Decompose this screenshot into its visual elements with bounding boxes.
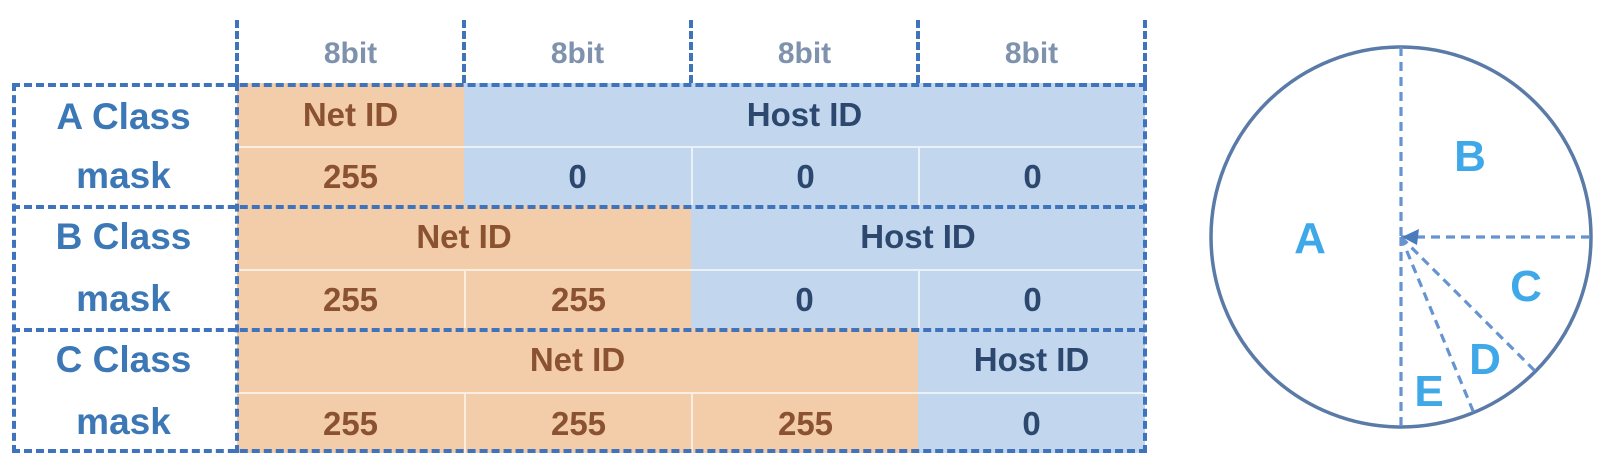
class-a-hostid-cell: Host ID — [464, 83, 1145, 146]
pie-label-b: B — [1454, 132, 1486, 181]
class-b-mask-octet-1: 255 — [237, 269, 464, 328]
class-a-mask-label: mask — [76, 154, 171, 196]
pie-sector-dividers — [1399, 47, 1591, 427]
octet-tick-3 — [689, 20, 693, 83]
pie-label-c: C — [1510, 262, 1542, 311]
class-c-hostid-cell: Host ID — [918, 328, 1145, 392]
class-c-label: C Class — [55, 339, 192, 380]
bit-label-3: 8bit — [777, 37, 832, 70]
octet-tick-2 — [462, 20, 466, 83]
class-c-mask-octet-4: 0 — [918, 392, 1145, 453]
octet-tick-1 — [235, 20, 239, 83]
octet-tick-4 — [916, 20, 920, 83]
pie-label-a: A — [1294, 214, 1326, 263]
class-a-mask-octet-3: 0 — [691, 146, 918, 205]
class-b-mask-octet-3: 0 — [691, 269, 918, 328]
class-a-mask-octet-2: 0 — [464, 146, 691, 205]
pie-label-e: E — [1414, 367, 1443, 416]
bit-label-2: 8bit — [550, 37, 605, 70]
class-b-mask-octet-2: 255 — [464, 269, 691, 328]
class-c-mask-octet-3: 255 — [691, 392, 918, 453]
class-a-mask-octet-4: 0 — [918, 146, 1145, 205]
divider-45deg — [1399, 235, 1537, 373]
bit-label-4: 8bit — [1004, 37, 1059, 70]
class-a-netid-cell: Net ID — [237, 83, 464, 146]
class-c-mask-octet-1: 255 — [237, 392, 464, 453]
center-arrowhead-icon — [1402, 229, 1419, 245]
class-b-mask-octet-4: 0 — [918, 269, 1145, 328]
class-c-mask-octet-2: 255 — [464, 392, 691, 453]
ip-class-space-pie: A B C D E — [1209, 45, 1593, 429]
class-a-label: A Class — [56, 96, 191, 137]
class-c-netid-cell: Net ID — [237, 328, 918, 392]
bit-label-1: 8bit — [323, 37, 378, 70]
class-b-mask-label: mask — [76, 277, 171, 319]
octet-tick-5 — [1143, 20, 1147, 83]
class-c-mask-label: mask — [76, 401, 171, 442]
class-b-hostid-cell: Host ID — [691, 205, 1145, 269]
class-a-mask-octet-1: 255 — [237, 146, 464, 205]
divider-67deg — [1399, 236, 1476, 414]
pie-label-d: D — [1469, 335, 1501, 384]
class-b-label: B Class — [55, 216, 192, 257]
class-b-netid-cell: Net ID — [237, 205, 691, 269]
